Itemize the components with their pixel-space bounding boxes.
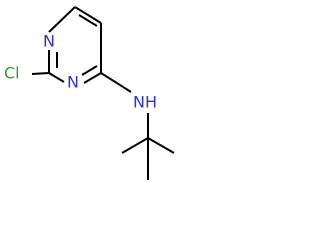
molecule-diagram: N N Cl NH	[4, 6, 175, 180]
bond-cq-ch3-right	[147, 137, 175, 154]
atom-cl-label: Cl	[4, 64, 20, 83]
bond-cq-ch3-left	[121, 137, 149, 154]
bond-n3-c2	[48, 72, 65, 83]
bond-c4-nh	[100, 72, 132, 93]
bond-n1-c6	[48, 6, 76, 33]
bond-c6-c5	[74, 6, 102, 24]
bond-c4-n3	[83, 72, 102, 84]
atom-n1-label: N	[43, 32, 55, 51]
bond-c6-c5-inner	[78, 14, 98, 27]
atom-nh-label: NH	[133, 93, 157, 112]
molecule-structure: N N Cl NH	[4, 6, 175, 180]
atom-n3-label: N	[67, 73, 79, 92]
bond-c4-n3-inner	[81, 65, 98, 76]
bond-c2-cl	[31, 72, 50, 75]
